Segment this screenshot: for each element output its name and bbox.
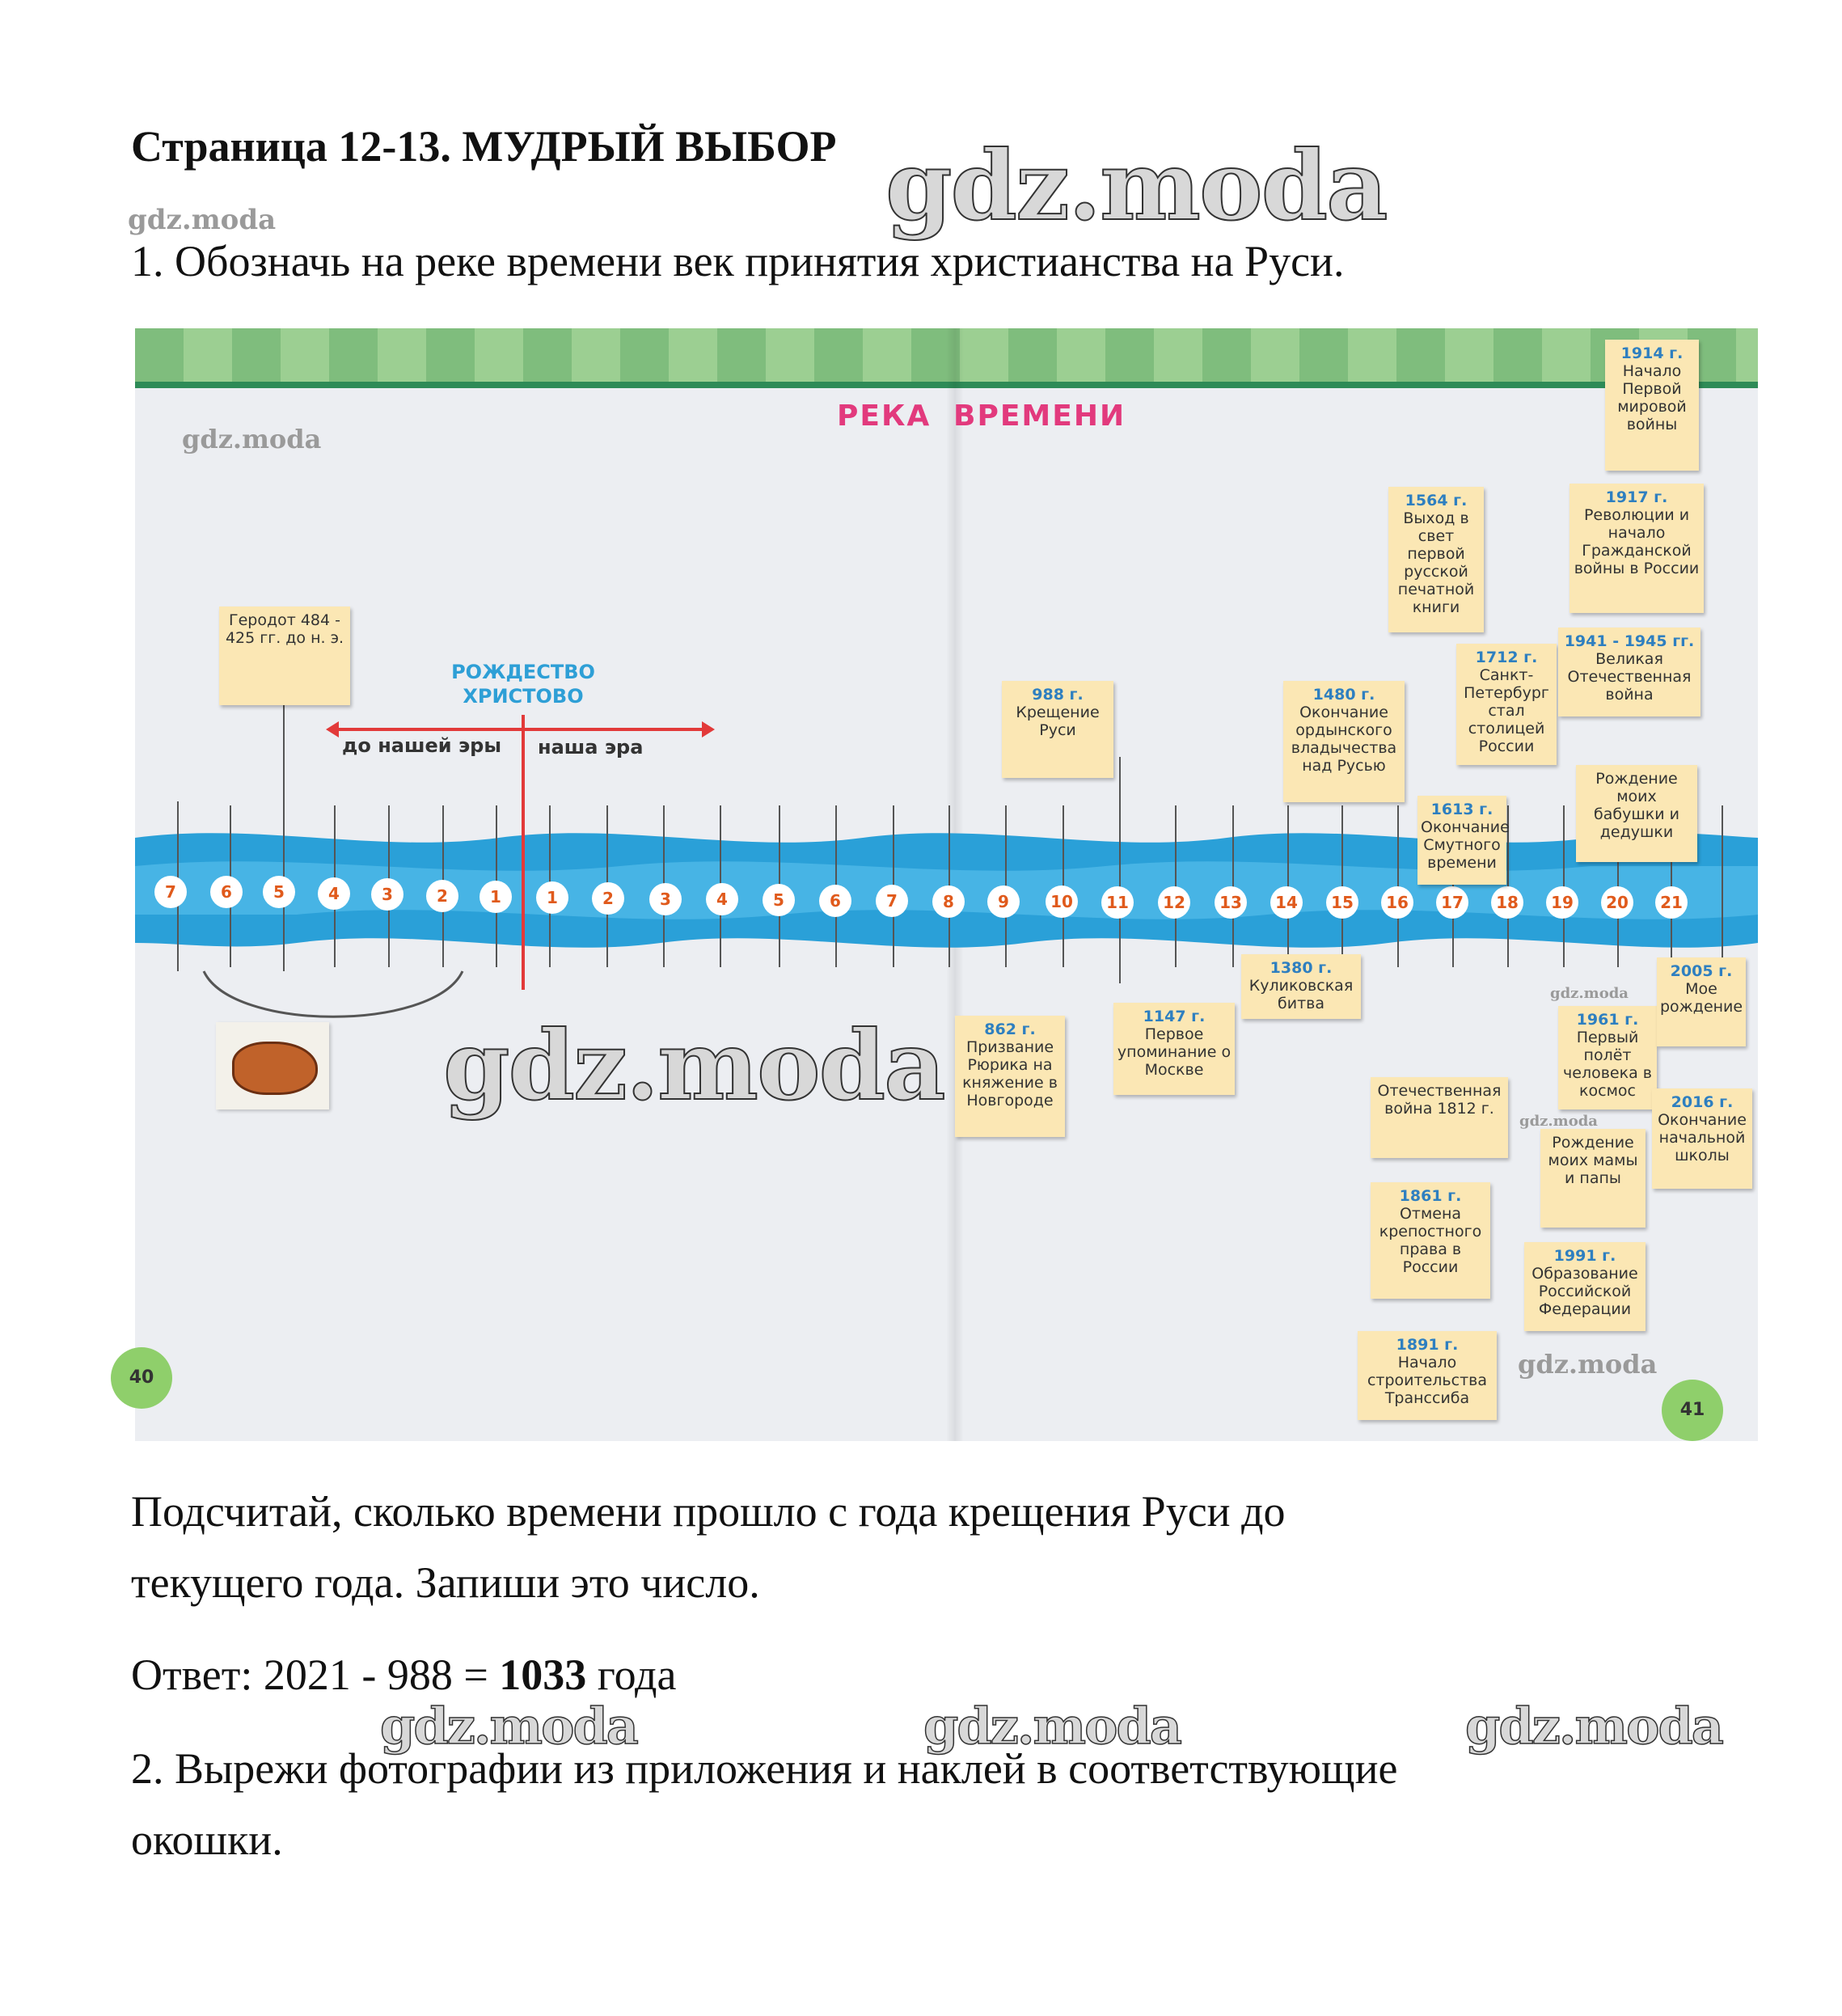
page-number-right: 41	[1662, 1380, 1723, 1441]
card-grandparents: Рождение моих бабушки и дедушки	[1576, 765, 1697, 862]
century-ad-18: 18	[1491, 886, 1523, 919]
ad-label: наша эра	[538, 736, 644, 759]
page-title: Страница 12-13. МУДРЫЙ ВЫБОР	[131, 122, 837, 171]
century-ad-6: 6	[819, 885, 851, 917]
bc-label: до нашей эры	[342, 734, 502, 757]
task1-followup-line1: Подсчитай, сколько времени прошло с года…	[131, 1487, 1286, 1536]
card-1891: 1891 г.Начало строительства Транссиба	[1358, 1331, 1497, 1420]
river-title-right: ВРЕМЕНИ	[953, 399, 1126, 433]
century-ad-20: 20	[1601, 886, 1633, 919]
christmas-label: РОЖДЕСТВО ХРИСТОВО	[451, 661, 595, 708]
century-bc-1: 1	[480, 881, 512, 913]
century-ad-8: 8	[932, 885, 965, 918]
era-arrow-left-head	[326, 721, 339, 738]
top-decoration-stripe	[135, 382, 1758, 388]
card-herodotus: Геродот 484 - 425 гг. до н. э.	[219, 606, 350, 705]
answer-suffix: года	[586, 1650, 677, 1699]
century-ad-19: 19	[1546, 886, 1578, 919]
watermark: gdz.moda	[1464, 1696, 1724, 1756]
century-ad-14: 14	[1270, 886, 1303, 919]
card-2005: 2005 г.Мое рождение	[1657, 957, 1746, 1046]
river-title-left: РЕКА	[837, 399, 932, 433]
era-arrow	[336, 728, 703, 731]
watermark-small: gdz.moda	[182, 424, 322, 454]
watermark-small: gdz.moda	[1519, 1113, 1598, 1130]
river-of-time-figure: РЕКА ВРЕМЕНИ gdz.moda РОЖДЕСТВО ХРИСТОВО…	[111, 328, 1758, 1441]
card-862: 862 г.Призвание Рюрика на княжение в Нов…	[955, 1016, 1065, 1137]
century-bc-4: 4	[318, 877, 350, 910]
century-ad-21: 21	[1655, 886, 1688, 919]
task1-followup-line2: текущего года. Запиши это число.	[131, 1558, 760, 1607]
century-bc-5: 5	[263, 876, 295, 908]
watermark-small: gdz.moda	[1518, 1349, 1658, 1380]
era-arrow-right-head	[702, 721, 715, 738]
century-ad-7: 7	[876, 885, 908, 917]
task2-line1: 2. Вырежи фотографии из приложения и нак…	[131, 1744, 1398, 1793]
century-ad-17: 17	[1436, 886, 1468, 919]
century-ad-5: 5	[763, 884, 795, 916]
ancient-artifact-image	[216, 1022, 329, 1109]
task1-question: 1. Обозначь на реке времени век принятия…	[131, 237, 1345, 285]
card-1613: 1613 г.Окончание Смутного времени	[1417, 796, 1510, 885]
century-ad-12: 12	[1158, 886, 1190, 919]
century-bc-2: 2	[426, 880, 458, 912]
card-1941: 1941 - 1945 гг.Великая Отечественная вой…	[1558, 628, 1700, 716]
card-1991: 1991 г.Образование Российской Федерации	[1524, 1242, 1646, 1331]
watermark: gdz.moda	[923, 1696, 1182, 1756]
century-ad-13: 13	[1215, 886, 1247, 919]
card-1812: Отечественная война 1812 г.	[1371, 1077, 1508, 1158]
card-2016: 2016 г.Окончание начальной школы	[1652, 1088, 1752, 1189]
page-number-left: 40	[111, 1347, 172, 1409]
watermark-small: gdz.moda	[128, 204, 277, 236]
card-1961: 1961 г.Первый полёт человека в космос	[1558, 1006, 1657, 1109]
century-ad-16: 16	[1381, 886, 1413, 919]
century-bc-3: 3	[371, 878, 403, 911]
card-1147: 1147 г.Первое упоминание о Москве	[1113, 1003, 1235, 1095]
century-ad-2: 2	[592, 882, 624, 915]
watermark: gdz.moda	[885, 129, 1389, 243]
card-1480: 1480 г.Окончание ордынского владычества …	[1283, 681, 1405, 802]
century-ad-10: 10	[1046, 885, 1078, 918]
card-1861: 1861 г.Отмена крепостного права в России	[1371, 1182, 1490, 1299]
century-ad-15: 15	[1326, 886, 1358, 919]
century-bc-7: 7	[154, 876, 187, 908]
bc-bracket	[202, 970, 464, 1018]
watermark: gdz.moda	[379, 1696, 639, 1756]
top-decoration	[135, 328, 1758, 382]
century-ad-11: 11	[1101, 886, 1134, 919]
century-ad-9: 9	[987, 885, 1020, 918]
answer-prefix: Ответ: 2021 - 988 =	[131, 1650, 500, 1699]
answer-value: 1033	[499, 1650, 587, 1699]
century-bc-6: 6	[210, 876, 243, 908]
card-1712: 1712 г.Санкт-Петербург стал столицей Рос…	[1456, 644, 1557, 765]
card-1564: 1564 г.Выход в свет первой русской печат…	[1388, 487, 1484, 632]
card-1914: 1914 г.Начало Первой мировой войны	[1605, 340, 1699, 471]
artifact-icon	[232, 1042, 318, 1095]
christmas-line	[522, 715, 525, 990]
century-ad-4: 4	[706, 883, 738, 915]
watermark-small: gdz.moda	[1550, 985, 1629, 1002]
century-ad-3: 3	[649, 883, 682, 915]
card-1917: 1917 г.Революции и начало Гражданской во…	[1570, 484, 1704, 613]
card-parents: Рождение моих мамы и папы	[1540, 1129, 1646, 1228]
task2-line2: окошки.	[131, 1815, 283, 1864]
watermark: gdz.moda	[442, 1008, 947, 1122]
answer-line: Ответ: 2021 - 988 = 1033 года	[131, 1650, 677, 1700]
card-1380: 1380 г.Куликовская битва	[1241, 954, 1361, 1019]
card-988: 988 г.Крещение Руси	[1002, 681, 1113, 778]
century-ad-1: 1	[536, 881, 568, 914]
